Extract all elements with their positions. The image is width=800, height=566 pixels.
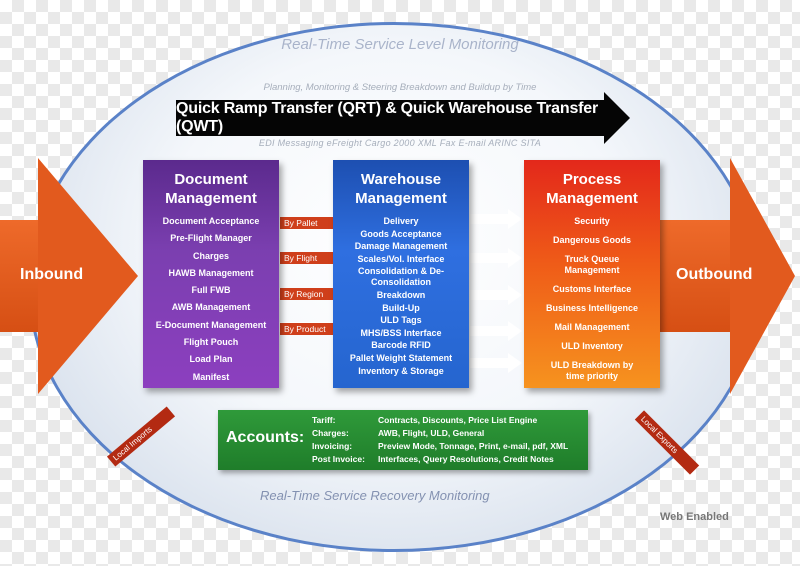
pm-item: Dangerous Goods	[552, 235, 631, 245]
pm-item: Mail Management	[554, 322, 630, 332]
wh-item: Pallet Weight Statement	[349, 352, 453, 363]
wh-item: Inventory & Storage	[358, 365, 444, 376]
connector-arrow	[470, 358, 510, 368]
connector-arrow-tip	[508, 321, 522, 341]
connector-arrow	[470, 326, 510, 336]
wh-item: ULD Tags	[380, 315, 422, 326]
pm-item: Security	[574, 216, 610, 226]
connector-arrow	[470, 253, 510, 263]
accounts-row-value: Interfaces, Query Resolutions, Credit No…	[378, 454, 554, 464]
edi-messaging-line: EDI Messaging eFreight Cargo 2000 XML Fa…	[258, 138, 542, 148]
pm-item: ULD Inventory	[561, 341, 623, 351]
process-management-title: Process Management	[546, 171, 638, 207]
planning-subtitle: Planning, Monitoring & Steering Breakdow…	[263, 82, 537, 93]
tag-by-flight: By Flight	[280, 252, 334, 264]
doc-item: Flight Pouch	[183, 337, 239, 348]
recovery-monitoring-title: Real-Time Service Recovery Monitoring	[260, 488, 490, 503]
wh-item: Damage Management	[354, 241, 448, 252]
accounts-box: Accounts: Tariff: Contracts, Discounts, …	[218, 410, 588, 470]
doc-item: Document Acceptance	[162, 216, 260, 226]
tag-by-region: By Region	[280, 288, 334, 300]
wh-item: MHS/BSS Interface	[360, 327, 442, 338]
doc-item: Pre-Flight Manager	[170, 233, 252, 244]
inbound-arrow-body	[0, 220, 38, 332]
accounts-row-value: Contracts, Discounts, Price List Engine	[378, 415, 538, 425]
qrt-qwt-banner: Quick Ramp Transfer (QRT) & Quick Wareho…	[176, 100, 606, 136]
warehouse-management-title: Warehouse Management	[355, 171, 447, 207]
top-monitoring-title: Real-Time Service Level Monitoring	[281, 36, 519, 53]
outbound-arrow-tip	[730, 158, 795, 394]
web-enabled-label: Web Enabled	[660, 511, 729, 523]
wh-item: Build-Up	[382, 302, 420, 313]
doc-item: Charges	[192, 250, 229, 261]
tag-by-pallet: By Pallet	[280, 217, 334, 229]
doc-item: Load Plan	[189, 354, 233, 365]
qrt-arrow-tip	[604, 92, 630, 144]
warehouse-management-box: Warehouse Management Delivery Goods Acce…	[333, 160, 469, 388]
tag-by-product: By Product	[280, 323, 334, 335]
outbound-label: Outbound	[676, 266, 753, 283]
pm-item: Truck Queue Management	[564, 254, 620, 275]
wh-item: Scales/Vol. Interface	[357, 253, 445, 264]
connector-arrow	[470, 290, 510, 300]
doc-item: Manifest	[192, 371, 230, 382]
inbound-label: Inbound	[20, 266, 84, 283]
wh-item: Goods Acceptance	[360, 228, 442, 239]
pm-item: ULD Breakdown by time priority	[550, 360, 634, 381]
connector-arrow-tip	[508, 285, 522, 305]
document-management-title: Document Management	[165, 171, 257, 207]
pm-item: Business Intelligence	[545, 303, 639, 313]
accounts-title: Accounts:	[226, 429, 305, 446]
accounts-row-label: Invoicing:	[312, 441, 353, 451]
connector-arrow-tip	[508, 353, 522, 373]
inbound-arrow-tip	[38, 158, 138, 394]
connector-arrow-tip	[508, 248, 522, 268]
pm-item: Customs Interface	[552, 284, 632, 294]
wh-item: Barcode RFID	[371, 340, 431, 351]
document-management-box: Document Management Document Acceptance …	[143, 160, 279, 388]
doc-item: HAWB Management	[168, 267, 254, 278]
connector-arrow	[470, 214, 510, 224]
accounts-row-value: Preview Mode, Tonnage, Print, e-mail, pd…	[378, 441, 569, 451]
wh-item: Breakdown	[376, 289, 426, 300]
connector-arrow-tip	[508, 209, 522, 229]
process-management-box: Process Management Security Dangerous Go…	[524, 160, 660, 388]
accounts-row-label: Tariff:	[312, 415, 336, 425]
accounts-row-label: Charges:	[312, 428, 349, 438]
accounts-row-label: Post Invoice:	[312, 454, 365, 464]
doc-item: E-Document Management	[155, 319, 267, 330]
wh-item: Delivery	[383, 216, 419, 226]
accounts-row-value: AWB, Flight, ULD, General	[378, 428, 485, 438]
doc-item: Full FWB	[191, 285, 231, 296]
wh-item: Consolidation & De-Consolidation	[358, 266, 444, 288]
outbound-arrow-body	[652, 220, 730, 332]
doc-item: AWB Management	[171, 302, 251, 313]
